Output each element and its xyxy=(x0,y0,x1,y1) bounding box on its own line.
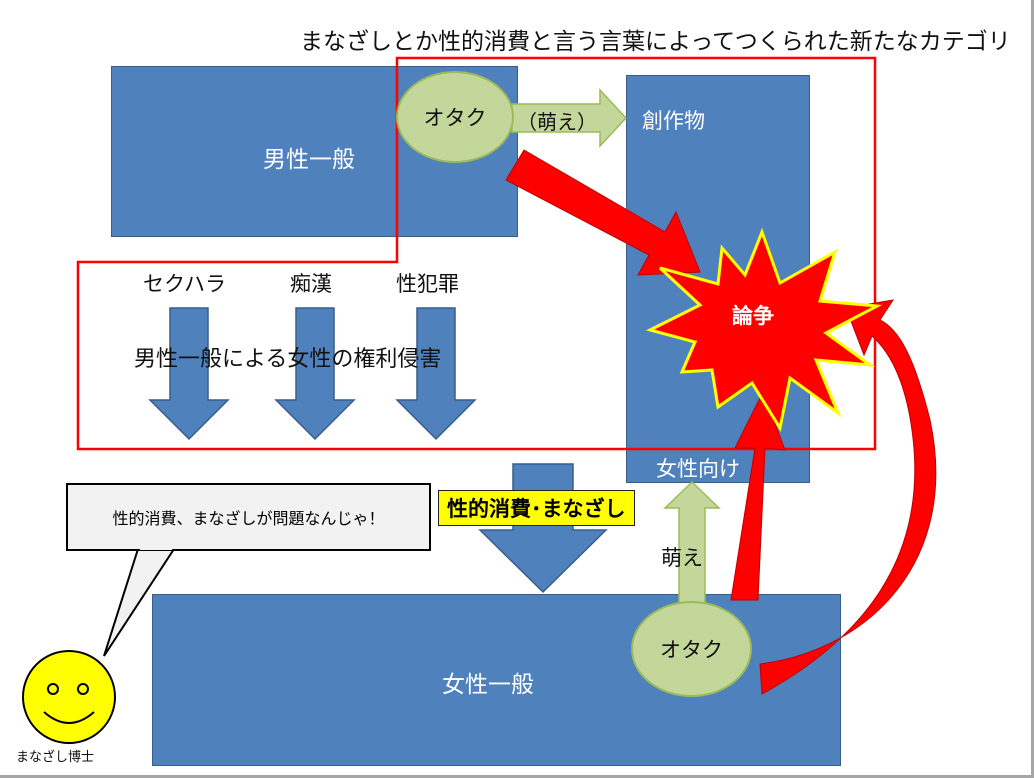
dispute-label: 論争 xyxy=(732,304,774,328)
doctor-face xyxy=(22,650,116,744)
otaku-bottom-ellipse: オタク xyxy=(631,601,752,697)
speech-bubble-tail xyxy=(103,548,176,657)
otaku-category-outline xyxy=(76,56,877,451)
doctor-left-eye xyxy=(47,683,59,695)
doctor-smile xyxy=(43,711,95,724)
sexual-consumption-highlight: 性的消費･まなざし xyxy=(438,490,635,526)
moe-bottom-label: 萌え xyxy=(661,546,703,570)
doctor-right-eye xyxy=(77,683,89,695)
moe-top-arrow xyxy=(511,88,628,148)
otaku-top-ellipse: オタク xyxy=(396,71,514,163)
harm-arrow-1 xyxy=(148,307,230,441)
men-general-label: 男性一般 xyxy=(263,147,355,173)
harm-arrow-3 xyxy=(395,307,477,441)
women-general-label: 女性一般 xyxy=(442,672,534,698)
harm-arrow-2 xyxy=(274,307,356,441)
doctor-name: まなざし博士 xyxy=(16,750,95,765)
harm-label-sex-crime: 性犯罪 xyxy=(396,272,459,296)
moe-top-label: （萌え） xyxy=(517,110,597,134)
diagram-title: まなざしとか性的消費と言う言葉によってつくられた新たなカテゴリ xyxy=(300,29,1011,55)
moe-bottom-arrow xyxy=(663,480,721,607)
otaku-to-dispute-arrow xyxy=(505,149,701,276)
creative-works-label: 創作物 xyxy=(642,109,705,133)
speech-bubble: 性的消費、まなざしが問題なんじゃ！ xyxy=(66,483,431,551)
for-women-label: 女性向け xyxy=(656,457,740,481)
harm-label-molester: 痴漢 xyxy=(290,272,332,296)
speech-bubble-joint xyxy=(140,546,172,550)
harms-caption: 男性一般による女性の権利侵害 xyxy=(134,347,442,372)
harm-label-sexual-harassment: セクハラ xyxy=(143,272,226,296)
dispute-burst xyxy=(645,227,883,433)
to-women-arrow xyxy=(478,463,608,594)
